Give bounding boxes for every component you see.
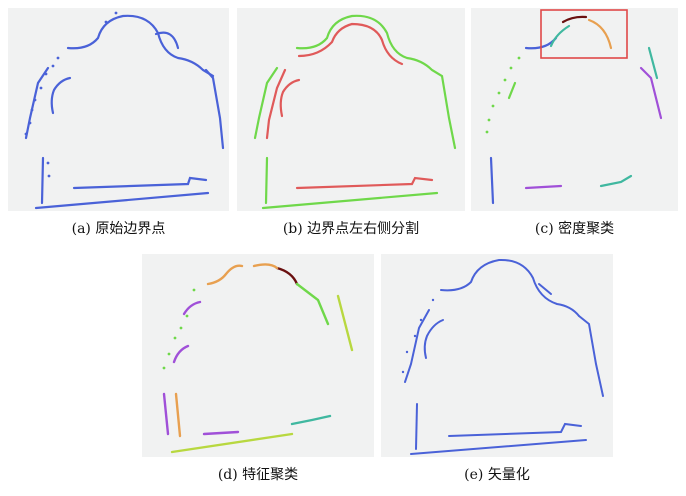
panel-b-plot <box>253 14 457 210</box>
caption-b: (b) 边界点左右侧分割 <box>282 221 420 237</box>
cluster-green-left-c <box>507 81 517 100</box>
left-side-inner-b <box>297 22 404 66</box>
panel-e-plot <box>401 258 604 455</box>
highlight-box-c <box>540 9 628 59</box>
feature-yellowgreen-bottom-d <box>170 432 294 454</box>
caption-e: (e) 矢量化 <box>464 467 530 483</box>
feature-yellowgreen-right-d <box>336 294 354 352</box>
feature-orange2-d <box>252 263 279 270</box>
right-side-outer-b <box>295 14 457 150</box>
feature-darkred-d <box>275 266 299 286</box>
panel-d-plot <box>162 263 354 454</box>
scatter-points-a <box>24 11 118 178</box>
panel-a <box>8 8 229 211</box>
scatter-points-e <box>401 298 435 374</box>
feature-purple-left-d <box>162 392 170 436</box>
feature-green-d <box>295 282 330 326</box>
right-side-left-edge-b <box>253 66 279 140</box>
left-side-arc-b <box>279 78 301 118</box>
panel-e <box>381 254 613 457</box>
feature-orange-d <box>206 264 244 286</box>
feature-purple-top-d <box>182 300 202 316</box>
cluster-teal-right-c <box>647 46 659 80</box>
vectorized-lines-e <box>404 258 604 455</box>
feature-purple-bottom-d <box>202 430 240 436</box>
feature-purple-mid-d <box>172 344 190 364</box>
caption-d: (d) 特征聚类 <box>217 467 299 483</box>
feature-teal-bottom-d <box>290 414 332 426</box>
cluster-blue-bottom-left-c <box>489 156 495 205</box>
scatter-points-d <box>162 288 196 370</box>
left-side-left-edge-b <box>265 68 287 140</box>
right-side-bottom-left-b <box>264 156 269 205</box>
cluster-purple-bottom-c <box>524 184 563 190</box>
cluster-orange-c <box>587 18 613 50</box>
panel-b <box>237 8 465 211</box>
panel-c <box>471 8 678 211</box>
cluster-teal-bottom-c <box>599 174 633 188</box>
cluster-purple-right-c <box>639 66 663 120</box>
scatter-points-c <box>485 56 521 134</box>
caption-a: (a) 原始边界点 <box>71 221 166 237</box>
right-side-bottom-b <box>261 191 439 210</box>
panel-d <box>142 254 374 457</box>
left-side-bottom-b <box>295 176 434 190</box>
caption-c: (c) 密度聚类 <box>534 221 615 237</box>
panel-c-plot <box>485 9 663 205</box>
panel-a-plot <box>24 11 225 210</box>
feature-orange-left-d <box>174 392 182 438</box>
cluster-darkred-c <box>561 15 588 24</box>
cluster-teal-c <box>549 24 571 48</box>
boundary-points-a <box>24 14 225 210</box>
